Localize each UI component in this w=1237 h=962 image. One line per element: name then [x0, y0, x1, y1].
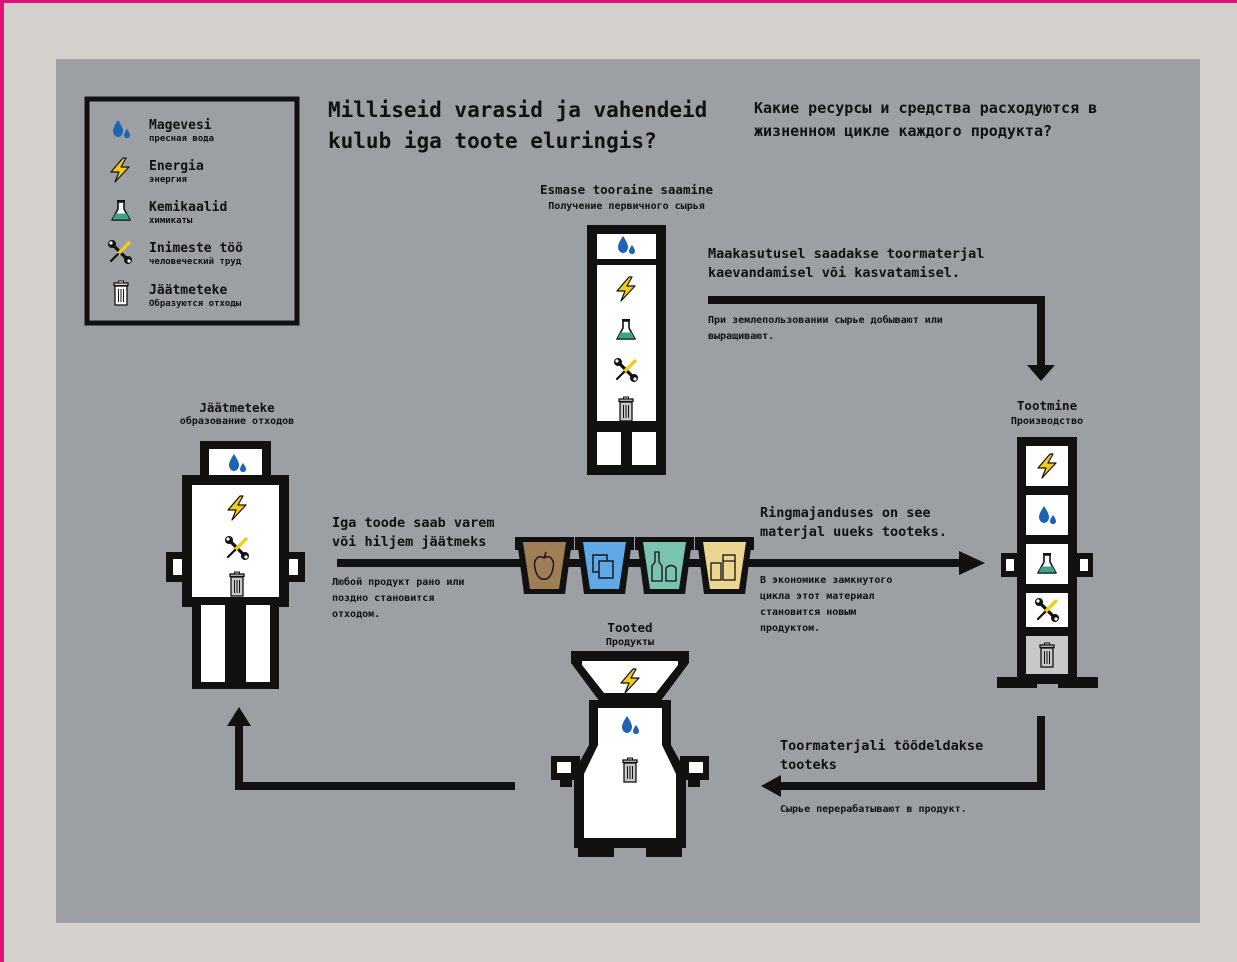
stage-extraction-subtitle: Получение первичного сырья: [548, 201, 705, 212]
lightning-bolt-icon: [110, 157, 130, 183]
stage-waste-title: Jäätmeteke: [199, 400, 275, 415]
legend-box: [84, 96, 300, 326]
stage-production-subtitle: Производство: [1010, 416, 1084, 427]
arrow-to-products: [780, 716, 1045, 790]
legend-label-energy: Energia: [149, 159, 204, 174]
trash-can-icon: [113, 280, 129, 306]
land-use-ru-line1: При землепользовании сырье добывают или: [708, 315, 943, 326]
stage-products-subtitle: Продукты: [605, 637, 655, 648]
circular-ru-line4: продуктом.: [760, 623, 821, 634]
land-use-text-line2: kaevandamisel või kasvatamisel.: [708, 265, 960, 281]
flask-icon: [111, 199, 131, 221]
becomes-waste-text-line2: või hiljem jäätmeks: [332, 534, 487, 550]
packaging-bin: [695, 537, 754, 594]
land-use-ru-line2: выращивают.: [708, 331, 775, 342]
title-ru-line2: жизненном цикле каждого продукта?: [754, 122, 1053, 140]
legend-label-chemicals: Kemikaalid: [149, 200, 228, 215]
products-robot: [551, 651, 709, 857]
legend-sublabel-waste: Образуются отходы: [149, 299, 242, 309]
processing-ru-line1: Сырье перерабатывают в продукт.: [780, 804, 967, 815]
circular-ru-line2: цикла этот материал: [760, 591, 875, 602]
title-et-line1: Milliseid varasid ja vahendeid: [328, 98, 708, 122]
processing-text-line2: tooteks: [780, 757, 837, 773]
stage-production-title: Tootmine: [1016, 398, 1078, 413]
arrow-to-production: [708, 296, 1045, 366]
circular-text-line1: Ringmajanduses on see: [760, 505, 931, 521]
water-drops-icon: [113, 120, 130, 138]
legend-sublabel-labour: человеческий труд: [149, 257, 242, 267]
legend-sublabel-chemicals: химикаты: [149, 216, 193, 226]
arrow-heads: [227, 365, 1055, 797]
extraction-robot: [587, 225, 666, 475]
legend-label-waste: Jäätmeteke: [149, 283, 228, 298]
processing-text-line1: Toormaterjali töödeldakse: [780, 738, 984, 754]
becomes-waste-ru-line2: поздно становится: [332, 593, 435, 604]
circular-ru-line3: становится новым: [760, 607, 857, 618]
stage-waste-subtitle: образование отходов: [179, 416, 295, 427]
waste-robot: [166, 441, 305, 689]
legend-label-labour: Inimeste töö: [149, 241, 243, 256]
legend-sublabel-energy: энергия: [149, 175, 187, 185]
becomes-waste-ru-line3: отходом.: [332, 609, 381, 620]
arrow-to-waste: [235, 725, 515, 790]
glass-bin: [635, 537, 694, 594]
becomes-waste-ru-line1: Любой продукт рано или: [332, 577, 465, 588]
circular-ru-line1: В экономике замкнутого: [760, 575, 893, 586]
recycling-bins: [515, 537, 754, 594]
production-robot: [997, 437, 1098, 688]
legend-sublabel-water: пресная вода: [149, 134, 215, 144]
land-use-text-line1: Maakasutusel saadakse toormaterjal: [708, 246, 985, 262]
title-ru-line1: Какие ресурсы и средства расходуются в: [754, 99, 1098, 117]
stage-extraction-title: Esmase tooraine saamine: [539, 182, 714, 197]
wrench-screwdriver-icon: [106, 238, 134, 266]
circular-text-line2: materjal uueks tooteks.: [760, 524, 947, 540]
legend-label-water: Magevesi: [149, 118, 212, 133]
title-et-line2: kulub iga toote eluringis?: [328, 129, 657, 153]
biowaste-bin: [515, 537, 574, 594]
becomes-waste-text-line1: Iga toode saab varem: [332, 515, 495, 531]
paper-bin: [575, 537, 634, 594]
stage-products-title: Tooted: [607, 620, 653, 635]
